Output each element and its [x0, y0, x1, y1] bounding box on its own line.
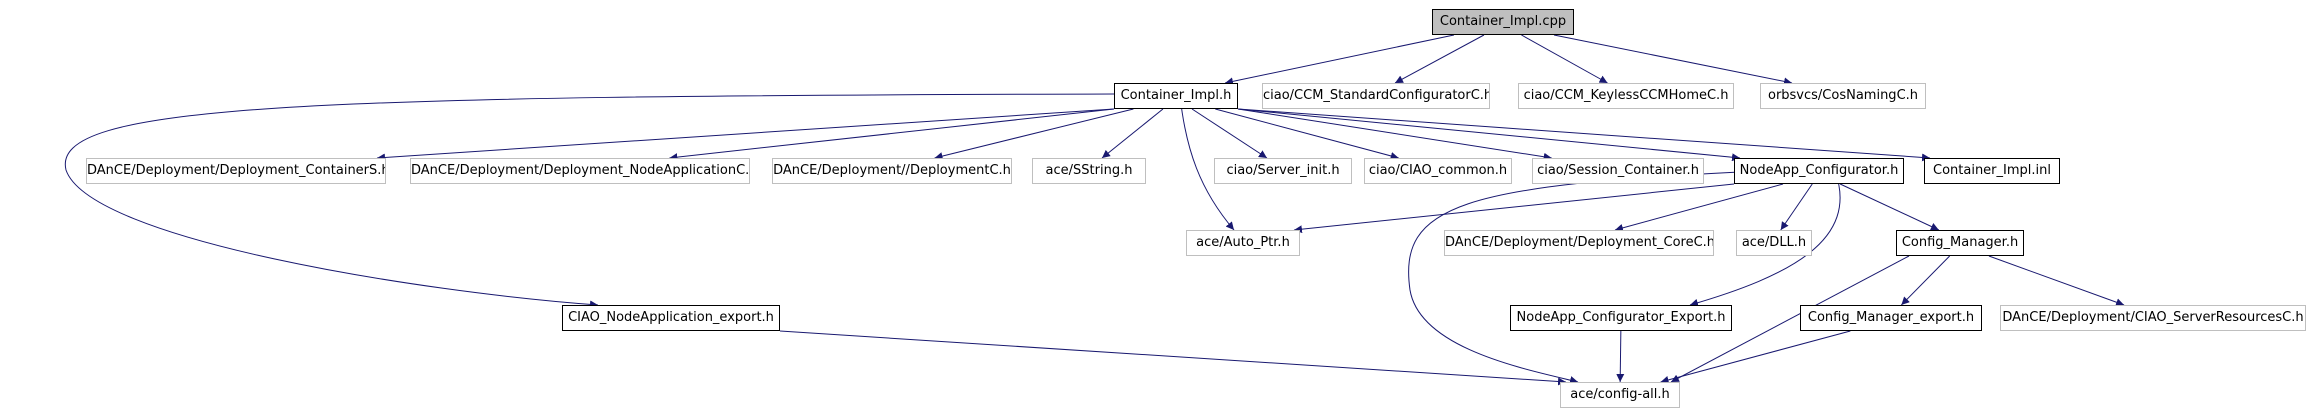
node-server-init: ciao/Server_init.h [1214, 158, 1352, 184]
node-container-impl-inl[interactable]: Container_Impl.inl [1924, 158, 2060, 184]
node-ccm-standard-configurator: ciao/CCM_StandardConfiguratorC.h [1262, 83, 1490, 109]
edge-nodeapp-export-to-config-all [779, 330, 1567, 386]
node-session-container: ciao/Session_Container.h [1532, 158, 1704, 184]
node-deployment-nodeapplication: DAnCE/Deployment/Deployment_NodeApplicat… [410, 158, 750, 184]
edge-container-impl-cpp-to-cosnaming [1553, 34, 1793, 86]
node-ciao-common: ciao/CIAO_common.h [1364, 158, 1512, 184]
edge-container-impl-h-to-ciao-common [1215, 108, 1399, 160]
node-configurator-export[interactable]: NodeApp_Configurator_Export.h [1510, 305, 1732, 331]
edge-container-impl-h-to-server-init [1191, 108, 1268, 159]
edge-container-impl-h-to-nodeapp-export [64, 93, 1115, 309]
node-sstring: ace/SString.h [1032, 158, 1146, 184]
node-deployment-corec: DAnCE/Deployment/Deployment_CoreC.h [1444, 230, 1714, 256]
edge-container-impl-h-to-sstring [1101, 108, 1164, 159]
edge-container-impl-cpp-to-container-impl-h [1224, 34, 1455, 86]
node-container-impl-cpp: Container_Impl.cpp [1432, 9, 1574, 35]
edge-nodeapp-configurator-to-config-all [1408, 170, 1761, 384]
edge-container-impl-h-to-container-impl-inl [1237, 108, 1931, 162]
edge-configurator-export-to-config-all [1616, 330, 1625, 383]
edge-nodeapp-configurator-to-deployment-corec [1614, 183, 1784, 232]
node-auto-ptr: ace/Auto_Ptr.h [1186, 230, 1300, 256]
node-nodeapplication-export[interactable]: CIAO_NodeApplication_export.h [562, 305, 780, 331]
node-config-all: ace/config-all.h [1560, 382, 1680, 408]
edge-config-manager-to-config-all [1670, 255, 1910, 383]
edge-container-impl-h-to-deployment-nodeapp [669, 108, 1115, 162]
edge-config-manager-export-to-config-all [1660, 330, 1851, 384]
node-config-manager[interactable]: Config_Manager.h [1896, 230, 2024, 256]
node-cosnaming: orbsvcs/CosNamingC.h [1760, 83, 1926, 109]
node-ccm-keyless-home: ciao/CCM_KeylessCCMHomeC.h [1518, 83, 1734, 109]
node-nodeapp-configurator[interactable]: NodeApp_Configurator.h [1734, 158, 1904, 184]
node-dll: ace/DLL.h [1736, 230, 1812, 256]
node-deploymentc: DAnCE/Deployment//DeploymentC.h [772, 158, 1012, 184]
edge-container-impl-h-to-auto-ptr [1179, 95, 1235, 231]
node-container-impl-h[interactable]: Container_Impl.h [1114, 83, 1238, 109]
node-config-manager-export[interactable]: Config_Manager_export.h [1800, 305, 1982, 331]
edge-nodeapp-configurator-to-config-manager [1839, 183, 1940, 231]
edge-nodeapp-configurator-to-dll [1780, 183, 1813, 231]
edge-container-impl-cpp-to-ccm-standard [1394, 34, 1485, 84]
edge-config-manager-to-server-resources [1988, 255, 2125, 307]
edge-container-impl-h-to-deploymentc [934, 108, 1134, 160]
edge-container-impl-h-to-deployment-containers [376, 108, 1115, 162]
edge-nodeapp-configurator-to-auto-ptr [1293, 183, 1735, 234]
edge-container-impl-h-to-nodeapp-configurator [1237, 108, 1741, 162]
node-server-resources: DAnCE/Deployment/CIAO_ServerResourcesC.h [2000, 305, 2306, 331]
node-deployment-containers: DAnCE/Deployment/Deployment_ContainerS.h [86, 158, 386, 184]
edge-container-impl-cpp-to-ccm-keyless [1521, 34, 1608, 84]
edge-container-impl-h-to-session-container [1237, 108, 1552, 161]
edge-config-manager-to-config-manager-export [1900, 255, 1951, 306]
